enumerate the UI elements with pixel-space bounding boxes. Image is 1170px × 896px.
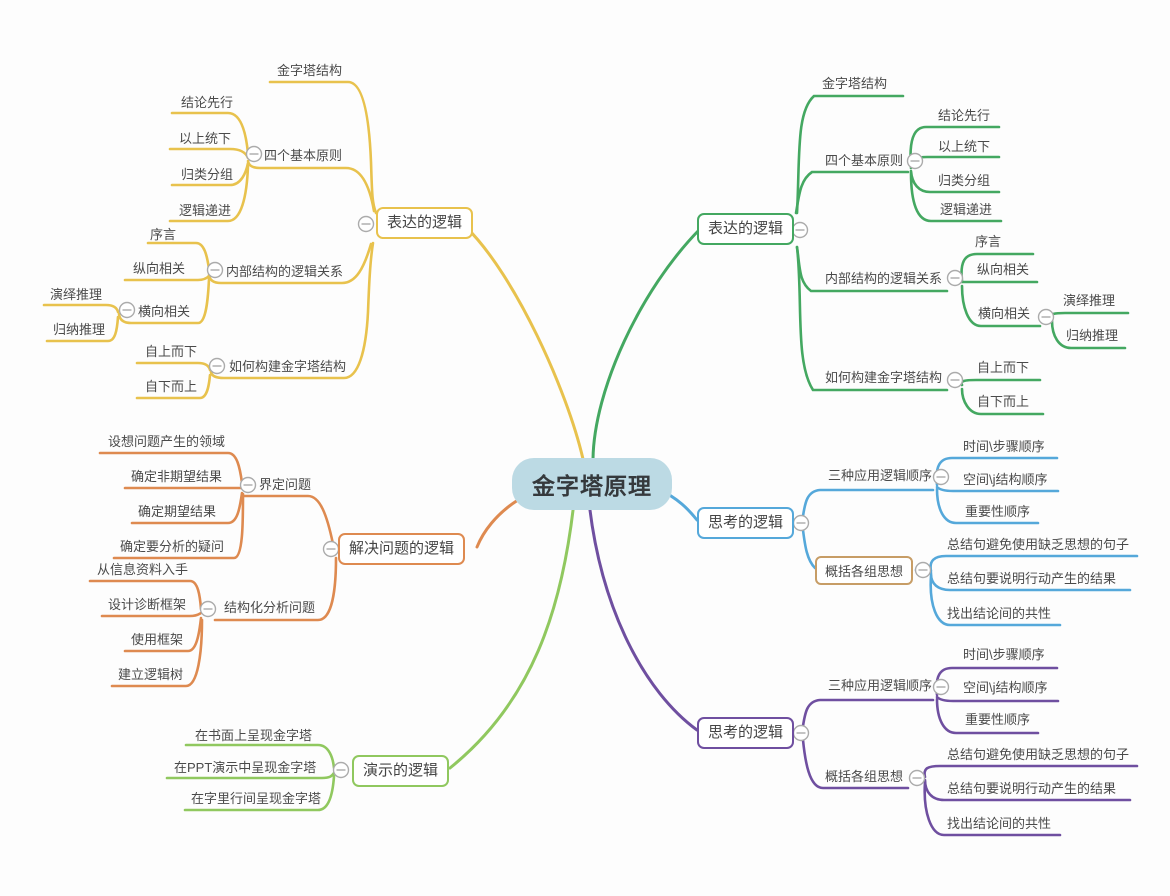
branch-topic[interactable]: 思考的逻辑 xyxy=(697,717,795,749)
branch-lines-green xyxy=(591,94,1130,461)
topic-label[interactable]: 四个基本原则 xyxy=(825,153,904,168)
collapse-minus-icon[interactable] xyxy=(914,561,932,579)
topic-label[interactable]: 在PPT演示中呈现金字塔 xyxy=(174,760,317,775)
collapse-minus-icon[interactable] xyxy=(245,145,263,163)
topic-label[interactable]: 空间\j结构顺序 xyxy=(963,680,1048,695)
topic-label[interactable]: 重要性顺序 xyxy=(965,504,1031,519)
topic-label[interactable]: 空间\j结构顺序 xyxy=(963,472,1048,487)
topic-label[interactable]: 横向相关 xyxy=(138,304,191,319)
collapse-minus-icon[interactable] xyxy=(792,514,810,532)
branch-lines-orange xyxy=(88,451,520,688)
collapse-minus-icon[interactable] xyxy=(199,600,217,618)
collapse-minus-icon[interactable] xyxy=(906,152,924,170)
collapse-minus-icon[interactable] xyxy=(208,357,226,375)
topic-label[interactable]: 使用框架 xyxy=(131,632,184,647)
collapse-minus-icon[interactable] xyxy=(322,540,340,558)
topic-label[interactable]: 归类分组 xyxy=(938,173,991,188)
topic-label[interactable]: 三种应用逻辑顺序 xyxy=(828,678,933,693)
topic-label[interactable]: 界定问题 xyxy=(259,477,312,492)
topic-label[interactable]: 建立逻辑树 xyxy=(118,667,184,682)
topic-label[interactable]: 自下而上 xyxy=(145,379,198,394)
branch-topic[interactable]: 表达的逻辑 xyxy=(376,207,474,239)
topic-label[interactable]: 四个基本原则 xyxy=(264,148,343,163)
collapse-minus-icon[interactable] xyxy=(357,215,375,233)
topic-label[interactable]: 重要性顺序 xyxy=(965,712,1031,727)
topic-label[interactable]: 演绎推理 xyxy=(1063,293,1116,308)
topic-label[interactable]: 横向相关 xyxy=(978,306,1031,321)
branch-lines-purple xyxy=(587,500,1139,837)
topic-label[interactable]: 如何构建金字塔结构 xyxy=(229,359,347,374)
topic-label[interactable]: 在字里行间呈现金字塔 xyxy=(191,791,322,806)
topic-label[interactable]: 在书面上呈现金字塔 xyxy=(195,728,313,743)
collapse-minus-icon[interactable] xyxy=(908,769,926,787)
branch-topic[interactable]: 演示的逻辑 xyxy=(352,755,450,787)
topic-label[interactable]: 如何构建金字塔结构 xyxy=(825,370,943,385)
topic-label[interactable]: 确定要分析的疑问 xyxy=(120,539,225,554)
highlighted-topic[interactable]: 概括各组思想 xyxy=(815,556,914,585)
topic-label[interactable]: 以上统下 xyxy=(938,139,991,154)
topic-label[interactable]: 纵向相关 xyxy=(133,261,186,276)
branch-lines-yellow xyxy=(42,80,585,461)
collapse-minus-icon[interactable] xyxy=(946,371,964,389)
topic-label[interactable]: 设计诊断框架 xyxy=(108,597,187,612)
topic-label[interactable]: 总结句要说明行动产生的结果 xyxy=(947,781,1117,796)
branch-lines-lightgreen xyxy=(165,500,576,812)
topic-label[interactable]: 结论先行 xyxy=(181,95,234,110)
topic-label[interactable]: 纵向相关 xyxy=(977,262,1030,277)
topic-label[interactable]: 自上而下 xyxy=(977,360,1030,375)
topic-label[interactable]: 设想问题产生的领域 xyxy=(108,434,226,449)
topic-label[interactable]: 结论先行 xyxy=(938,108,991,123)
branch-topic[interactable]: 思考的逻辑 xyxy=(697,507,795,539)
topic-label[interactable]: 以上统下 xyxy=(179,131,232,146)
central-topic[interactable]: 金字塔原理 xyxy=(512,458,672,510)
collapse-toggles xyxy=(118,145,1055,787)
topic-label[interactable]: 确定非期望结果 xyxy=(131,469,223,484)
topic-label[interactable]: 总结句要说明行动产生的结果 xyxy=(947,571,1117,586)
collapse-minus-icon[interactable] xyxy=(206,261,224,279)
topic-label[interactable]: 归纳推理 xyxy=(53,322,106,337)
topic-label[interactable]: 逻辑递进 xyxy=(179,203,232,218)
collapse-minus-icon[interactable] xyxy=(946,269,964,287)
topic-label[interactable]: 逻辑递进 xyxy=(940,202,993,217)
collapse-minus-icon[interactable] xyxy=(932,468,950,486)
collapse-minus-icon[interactable] xyxy=(118,301,136,319)
topic-label[interactable]: 结构化分析问题 xyxy=(224,600,316,615)
branch-topic[interactable]: 表达的逻辑 xyxy=(697,213,795,245)
topic-label[interactable]: 总结句避免使用缺乏思想的句子 xyxy=(947,537,1130,552)
topic-label[interactable]: 概括各组思想 xyxy=(825,769,904,784)
collapse-minus-icon[interactable] xyxy=(332,761,350,779)
topic-label[interactable]: 金字塔结构 xyxy=(277,63,343,78)
collapse-minus-icon[interactable] xyxy=(1037,308,1055,326)
branch-topic[interactable]: 解决问题的逻辑 xyxy=(338,533,466,565)
topic-label[interactable]: 归类分组 xyxy=(181,167,234,182)
topic-label[interactable]: 归纳推理 xyxy=(1066,328,1119,343)
collapse-minus-icon[interactable] xyxy=(932,678,950,696)
collapse-minus-icon[interactable] xyxy=(792,724,810,742)
topic-label[interactable]: 序言 xyxy=(150,227,177,242)
topic-label[interactable]: 金字塔结构 xyxy=(822,76,888,91)
topic-label[interactable]: 自上而下 xyxy=(145,344,198,359)
topic-label[interactable]: 三种应用逻辑顺序 xyxy=(828,468,933,483)
topic-label[interactable]: 时间\步骤顺序 xyxy=(963,439,1045,454)
topic-label[interactable]: 总结句避免使用缺乏思想的句子 xyxy=(947,747,1130,762)
topic-label[interactable]: 时间\步骤顺序 xyxy=(963,647,1045,662)
collapse-minus-icon[interactable] xyxy=(239,476,257,494)
topic-label[interactable]: 找出结论间的共性 xyxy=(947,816,1052,831)
topic-label[interactable]: 自下而上 xyxy=(977,394,1030,409)
topic-label[interactable]: 确定期望结果 xyxy=(138,504,217,519)
topic-label[interactable]: 内部结构的逻辑关系 xyxy=(226,264,344,279)
collapse-minus-icon[interactable] xyxy=(791,221,809,239)
topic-label[interactable]: 演绎推理 xyxy=(50,287,103,302)
topic-label[interactable]: 内部结构的逻辑关系 xyxy=(825,271,943,286)
topic-label[interactable]: 从信息资料入手 xyxy=(97,562,189,577)
topic-label[interactable]: 序言 xyxy=(975,234,1002,249)
topic-label[interactable]: 找出结论间的共性 xyxy=(947,606,1052,621)
